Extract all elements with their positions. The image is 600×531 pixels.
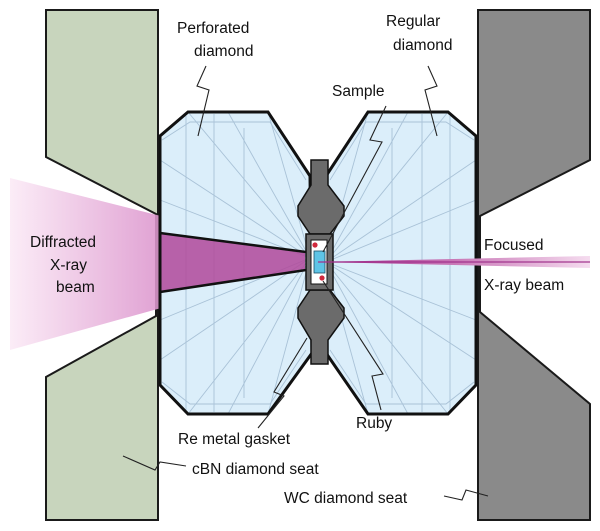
cbn-diamond-seat	[45, 9, 159, 521]
label-regular-diamond-2: diamond	[393, 37, 452, 54]
leader-lines	[122, 65, 489, 501]
label-gasket: Re metal gasket	[178, 431, 291, 448]
ruby	[312, 242, 318, 248]
label-diffracted-2: X-ray	[50, 257, 87, 274]
label-sample: Sample	[332, 83, 385, 100]
label-ruby: Ruby	[356, 415, 392, 432]
ruby-2	[319, 275, 325, 281]
label-diffracted-1: Diffracted	[30, 234, 96, 251]
wc-diamond-seat	[477, 9, 591, 521]
perforated-diamond	[158, 110, 314, 416]
label-focused-2: X-ray beam	[484, 277, 564, 294]
label-cbn-seat: cBN diamond seat	[192, 461, 319, 478]
label-focused-1: Focused	[484, 237, 543, 254]
perforation-beam-path	[160, 233, 305, 292]
label-perforated-diamond-1: Perforated	[177, 20, 249, 37]
label-regular-diamond-1: Regular	[386, 13, 440, 30]
label-diffracted-3: beam	[56, 279, 95, 296]
label-wc-seat: WC diamond seat	[284, 490, 408, 507]
label-perforated-diamond-2: diamond	[194, 43, 253, 60]
